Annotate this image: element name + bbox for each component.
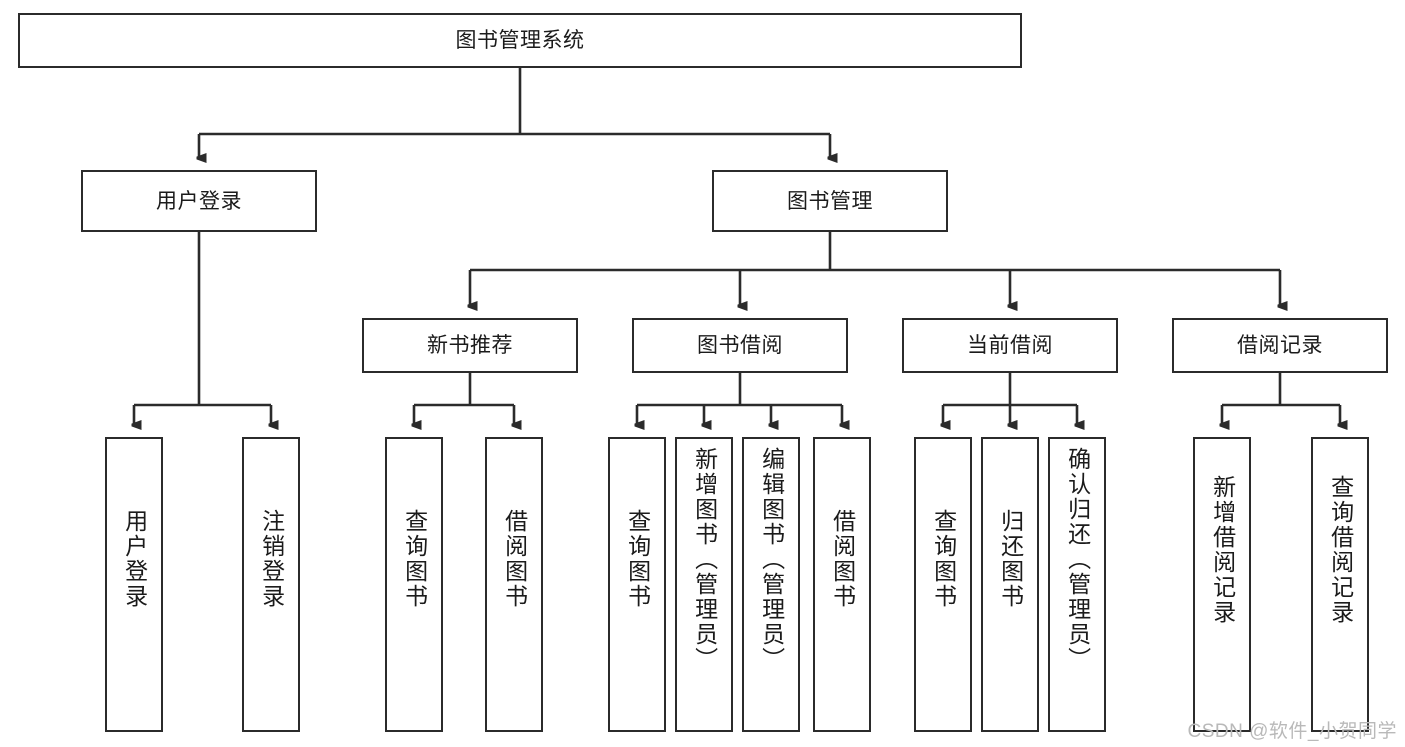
node-book-management[interactable]: 图书管理 — [712, 170, 948, 232]
node-leaf-query-book-2[interactable]: 查询图书 — [608, 437, 666, 732]
node-leaf-borrow-book-2[interactable]: 借阅图书 — [813, 437, 871, 732]
node-book-borrow[interactable]: 图书借阅 — [632, 318, 848, 373]
node-leaf-add-book-admin-label: 新增图书（管理员） — [691, 447, 718, 672]
node-leaf-add-book-admin[interactable]: 新增图书（管理员） — [675, 437, 733, 732]
node-leaf-borrow-book-1-label: 借阅图书 — [501, 509, 528, 609]
node-leaf-edit-book-admin-label: 编辑图书（管理员） — [758, 447, 785, 672]
node-leaf-query-borrow-record[interactable]: 查询借阅记录 — [1311, 437, 1369, 732]
node-book-management-label: 图书管理 — [787, 189, 873, 213]
node-leaf-query-book-3-label: 查询图书 — [930, 509, 957, 609]
node-new-book-recommend-label: 新书推荐 — [427, 334, 513, 357]
node-leaf-logout-login-label: 注销登录 — [258, 509, 285, 609]
node-leaf-edit-book-admin[interactable]: 编辑图书（管理员） — [742, 437, 800, 732]
node-leaf-return-book-label: 归还图书 — [997, 509, 1024, 609]
node-user-login-label: 用户登录 — [156, 189, 242, 213]
node-leaf-query-book-1-label: 查询图书 — [401, 509, 428, 609]
csdn-watermark: CSDN @软件_小贺同学 — [1187, 721, 1397, 742]
node-leaf-user-login-label: 用户登录 — [121, 509, 148, 609]
node-current-borrow[interactable]: 当前借阅 — [902, 318, 1118, 373]
node-leaf-query-book-1[interactable]: 查询图书 — [385, 437, 443, 732]
node-current-borrow-label: 当前借阅 — [967, 334, 1053, 357]
node-leaf-user-login[interactable]: 用户登录 — [105, 437, 163, 732]
node-leaf-query-book-2-label: 查询图书 — [624, 509, 651, 609]
node-borrow-record-label: 借阅记录 — [1237, 334, 1323, 357]
node-leaf-add-borrow-record-label: 新增借阅记录 — [1209, 475, 1236, 625]
node-leaf-borrow-book-1[interactable]: 借阅图书 — [485, 437, 543, 732]
node-leaf-add-borrow-record[interactable]: 新增借阅记录 — [1193, 437, 1251, 732]
node-user-login[interactable]: 用户登录 — [81, 170, 317, 232]
node-leaf-query-book-3[interactable]: 查询图书 — [914, 437, 972, 732]
node-root-label: 图书管理系统 — [455, 29, 585, 52]
node-leaf-logout-login[interactable]: 注销登录 — [242, 437, 300, 732]
node-leaf-query-borrow-record-label: 查询借阅记录 — [1327, 475, 1354, 625]
node-leaf-confirm-return-admin[interactable]: 确认归还（管理员） — [1048, 437, 1106, 732]
node-borrow-record[interactable]: 借阅记录 — [1172, 318, 1388, 373]
node-leaf-return-book[interactable]: 归还图书 — [981, 437, 1039, 732]
node-new-book-recommend[interactable]: 新书推荐 — [362, 318, 578, 373]
node-leaf-borrow-book-2-label: 借阅图书 — [829, 509, 856, 609]
node-book-borrow-label: 图书借阅 — [697, 334, 783, 357]
node-root[interactable]: 图书管理系统 — [18, 13, 1022, 68]
node-leaf-confirm-return-admin-label: 确认归还（管理员） — [1064, 447, 1091, 672]
